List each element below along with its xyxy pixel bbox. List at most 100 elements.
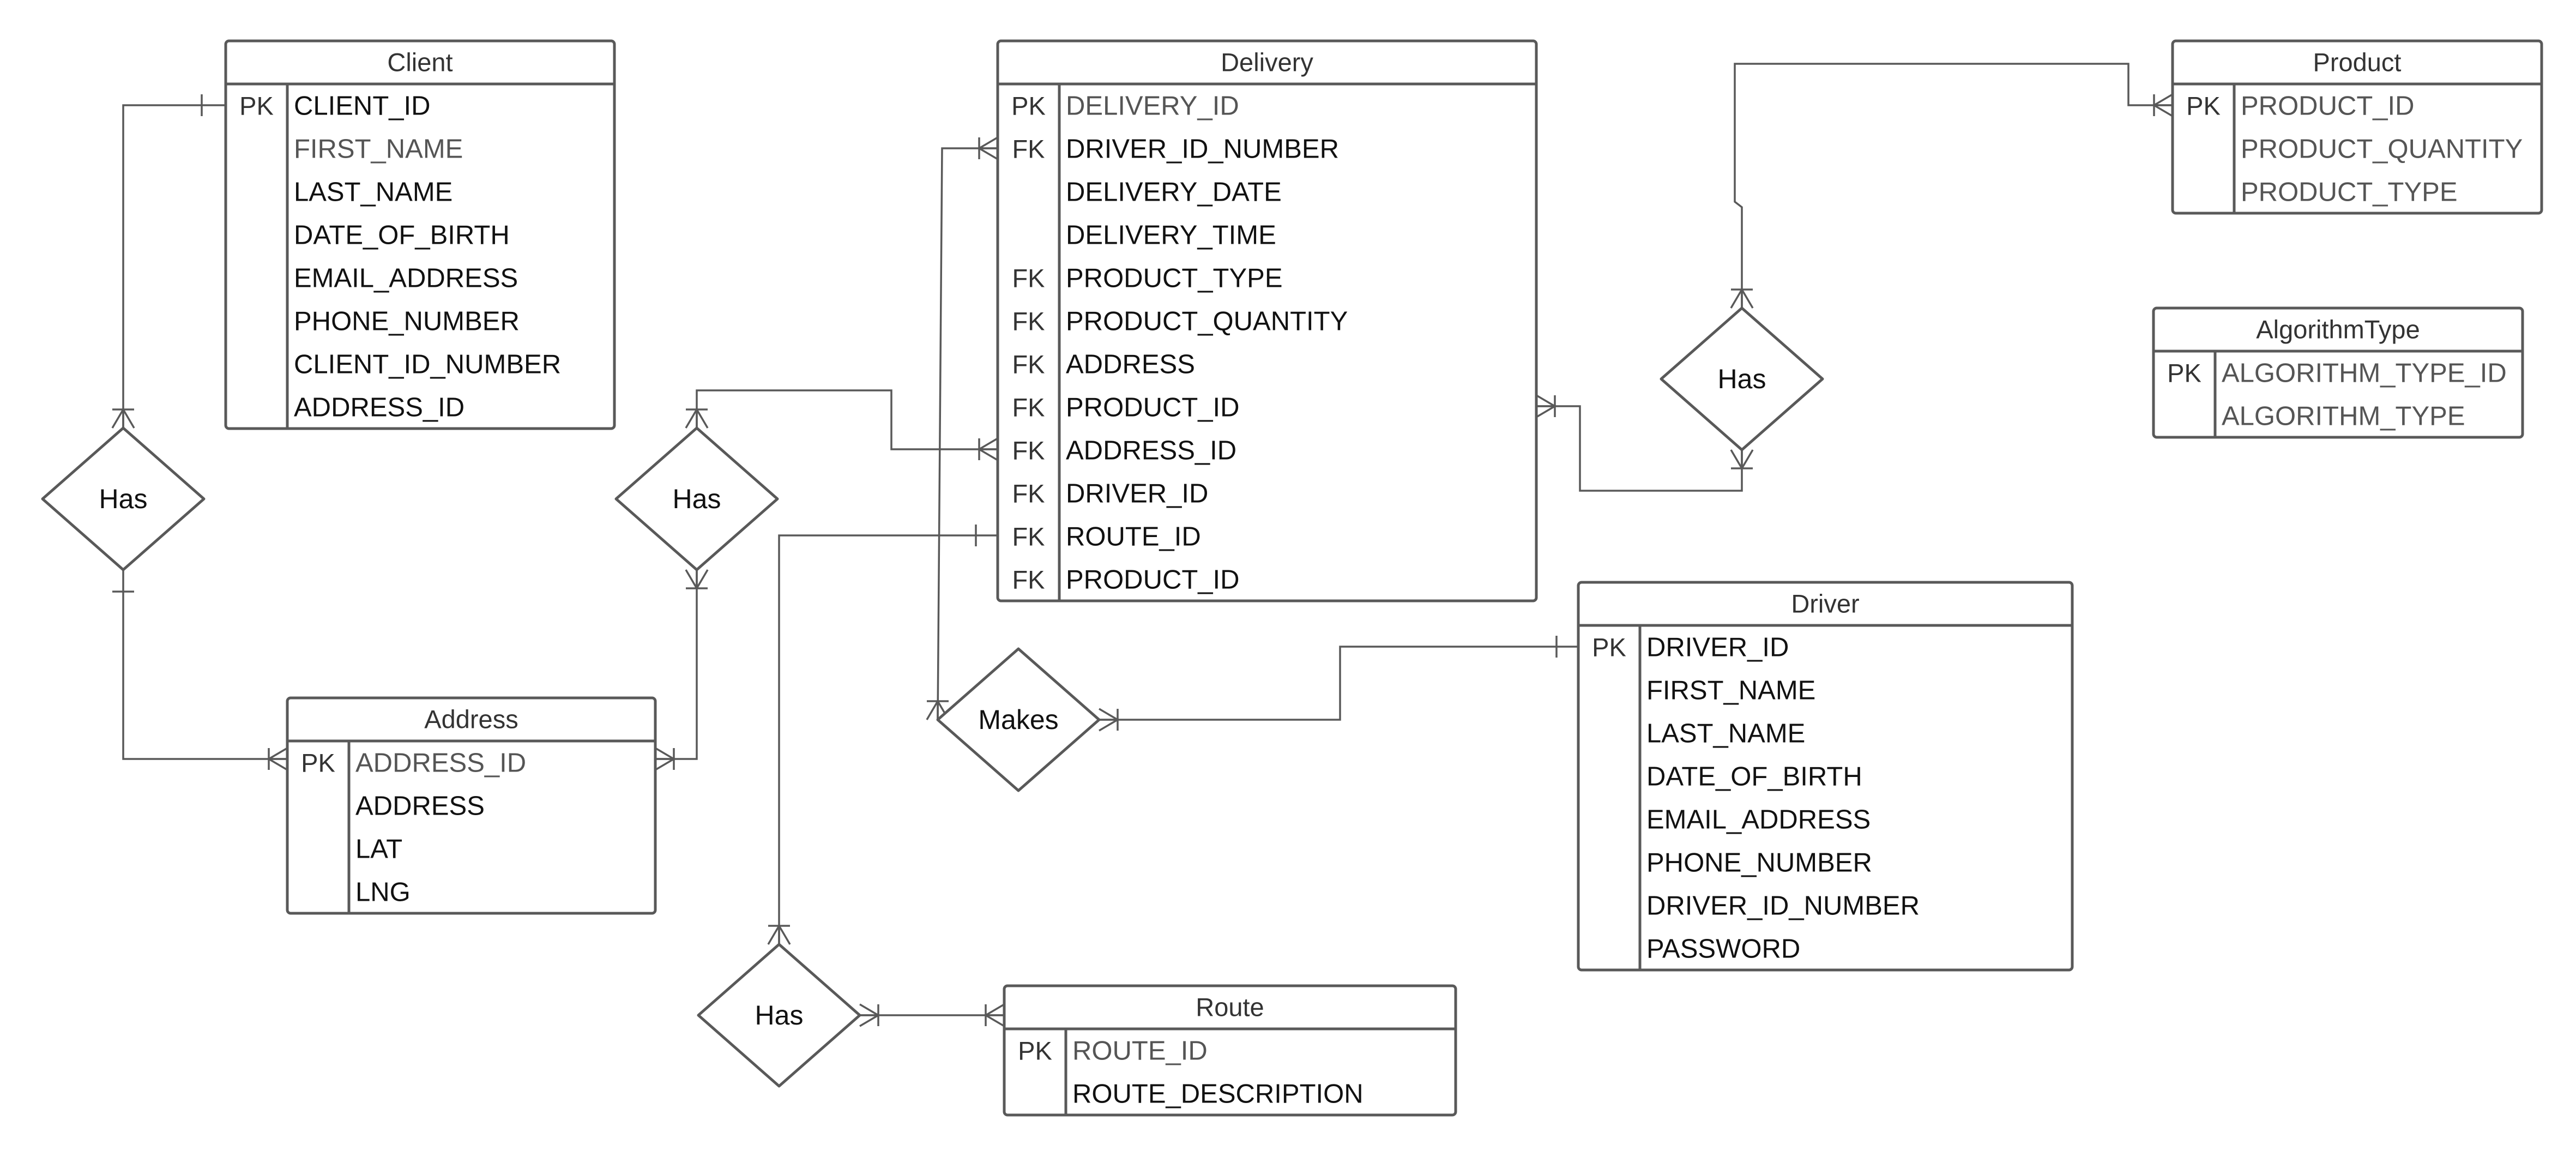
column-name: FIRST_NAME xyxy=(1646,676,1815,706)
relationship-diamond xyxy=(41,426,206,571)
column-name: ADDRESS xyxy=(355,792,485,821)
column-name: LAST_NAME xyxy=(294,178,453,207)
column-name: DELIVERY_TIME xyxy=(1066,221,1276,250)
relationship-client-address[interactable]: Has xyxy=(41,426,206,571)
column-name: PRODUCT_QUANTITY xyxy=(1066,307,1348,336)
column-name: EMAIL_ADDRESS xyxy=(1646,805,1871,835)
address-right-many-mark xyxy=(655,747,675,771)
table-frame xyxy=(1577,581,2074,972)
connector-has-product xyxy=(1734,63,2173,308)
makes-right-many-mark xyxy=(1099,708,1119,732)
column-key: PK xyxy=(301,749,335,778)
connector-makes-driver xyxy=(1099,646,1578,721)
column-name: PRODUCT_TYPE xyxy=(2241,178,2458,207)
relationship-label: Makes xyxy=(978,704,1058,735)
connector-address-has xyxy=(655,570,698,760)
column-key: FK xyxy=(1012,264,1045,293)
column-key: FK xyxy=(1012,393,1045,422)
relationship-diamond xyxy=(697,943,861,1088)
has-bottom-right-many-mark xyxy=(859,1003,879,1027)
relationship-label: Has xyxy=(673,484,721,514)
connector-delivery-makes xyxy=(937,147,998,720)
relationship-diamond xyxy=(1660,306,1824,451)
relationship-delivery-product[interactable]: Has xyxy=(1660,306,1824,451)
column-name: ADDRESS_ID xyxy=(294,393,464,423)
column-name: PRODUCT_ID xyxy=(1066,565,1240,595)
table-title: AlgorithmType xyxy=(2256,315,2420,344)
column-key: PK xyxy=(1011,92,1046,120)
column-name: LNG xyxy=(355,878,411,907)
column-name: PRODUCT_QUANTITY xyxy=(2241,135,2523,164)
has-mid-bottom-many-mark xyxy=(685,569,709,589)
product-many-mark xyxy=(2153,93,2173,117)
column-name: ADDRESS_ID xyxy=(355,749,526,778)
column-name: DELIVERY_DATE xyxy=(1066,178,1282,207)
delivery-right-many-mark xyxy=(1536,394,1556,418)
makes-left-many-mark xyxy=(926,700,950,720)
column-name: DRIVER_ID_NUMBER xyxy=(1066,135,1339,164)
column-name: LAST_NAME xyxy=(1646,719,1805,749)
connector-has-delivery-address xyxy=(696,389,998,450)
column-key: PK xyxy=(2167,359,2201,388)
relationship-label: Has xyxy=(755,1000,804,1031)
column-name: DATE_OF_BIRTH xyxy=(1646,762,1862,792)
column-name: DATE_OF_BIRTH xyxy=(294,221,510,250)
address-left-many-mark xyxy=(268,747,288,771)
column-key: PK xyxy=(1018,1036,1052,1065)
column-name: PRODUCT_TYPE xyxy=(1066,264,1283,293)
relationship-diamond xyxy=(936,647,1101,792)
column-name: PHONE_NUMBER xyxy=(294,307,520,336)
delivery-driver-many-mark xyxy=(978,136,998,160)
table-title: Client xyxy=(387,48,453,77)
table-title: Address xyxy=(424,705,518,734)
route-left-many-mark xyxy=(985,1003,1005,1027)
column-key: FK xyxy=(1012,350,1045,379)
column-key: PK xyxy=(2186,92,2221,120)
column-name: PRODUCT_ID xyxy=(2241,92,2415,121)
column-name: LAT xyxy=(355,835,402,864)
column-name: DELIVERY_ID xyxy=(1066,92,1239,121)
connector-delivery-has-product xyxy=(1536,405,1743,492)
column-name: ROUTE_DESCRIPTION xyxy=(1072,1080,1364,1109)
column-name: ROUTE_ID xyxy=(1072,1036,1208,1066)
column-name: ROUTE_ID xyxy=(1066,522,1201,552)
has-left-top-many-mark xyxy=(111,408,135,429)
has-mid-top-many-mark xyxy=(685,408,709,429)
column-name: DRIVER_ID xyxy=(1066,479,1208,509)
connector-has-address xyxy=(122,570,287,760)
column-name: PHONE_NUMBER xyxy=(1646,848,1872,878)
table-title: Route xyxy=(1196,993,1264,1022)
table-frame xyxy=(224,39,616,430)
column-key: FK xyxy=(1012,436,1045,465)
column-name: FIRST_NAME xyxy=(294,135,463,164)
connector-client-has xyxy=(122,104,226,428)
column-key: FK xyxy=(1012,479,1045,508)
table-title: Driver xyxy=(1791,589,1859,618)
relationship-route-delivery[interactable]: Has xyxy=(697,943,861,1088)
table-title: Product xyxy=(2313,48,2402,77)
relationship-label: Has xyxy=(1718,364,1766,394)
column-key: FK xyxy=(1012,565,1045,594)
connector-layer xyxy=(111,63,2173,1027)
table-frame xyxy=(2152,306,2524,439)
table-frame xyxy=(996,39,1538,602)
column-name: ALGORITHM_TYPE_ID xyxy=(2222,359,2507,388)
relationship-driver-delivery[interactable]: Makes xyxy=(936,647,1101,792)
has-right-bottom-many-mark xyxy=(1730,449,1754,469)
column-name: PASSWORD xyxy=(1646,935,1800,964)
table-title: Delivery xyxy=(1221,48,1313,77)
column-name: EMAIL_ADDRESS xyxy=(294,264,518,293)
relationship-address-delivery[interactable]: Has xyxy=(614,426,779,571)
column-key: FK xyxy=(1012,307,1045,336)
column-name: DRIVER_ID_NUMBER xyxy=(1646,891,1920,921)
